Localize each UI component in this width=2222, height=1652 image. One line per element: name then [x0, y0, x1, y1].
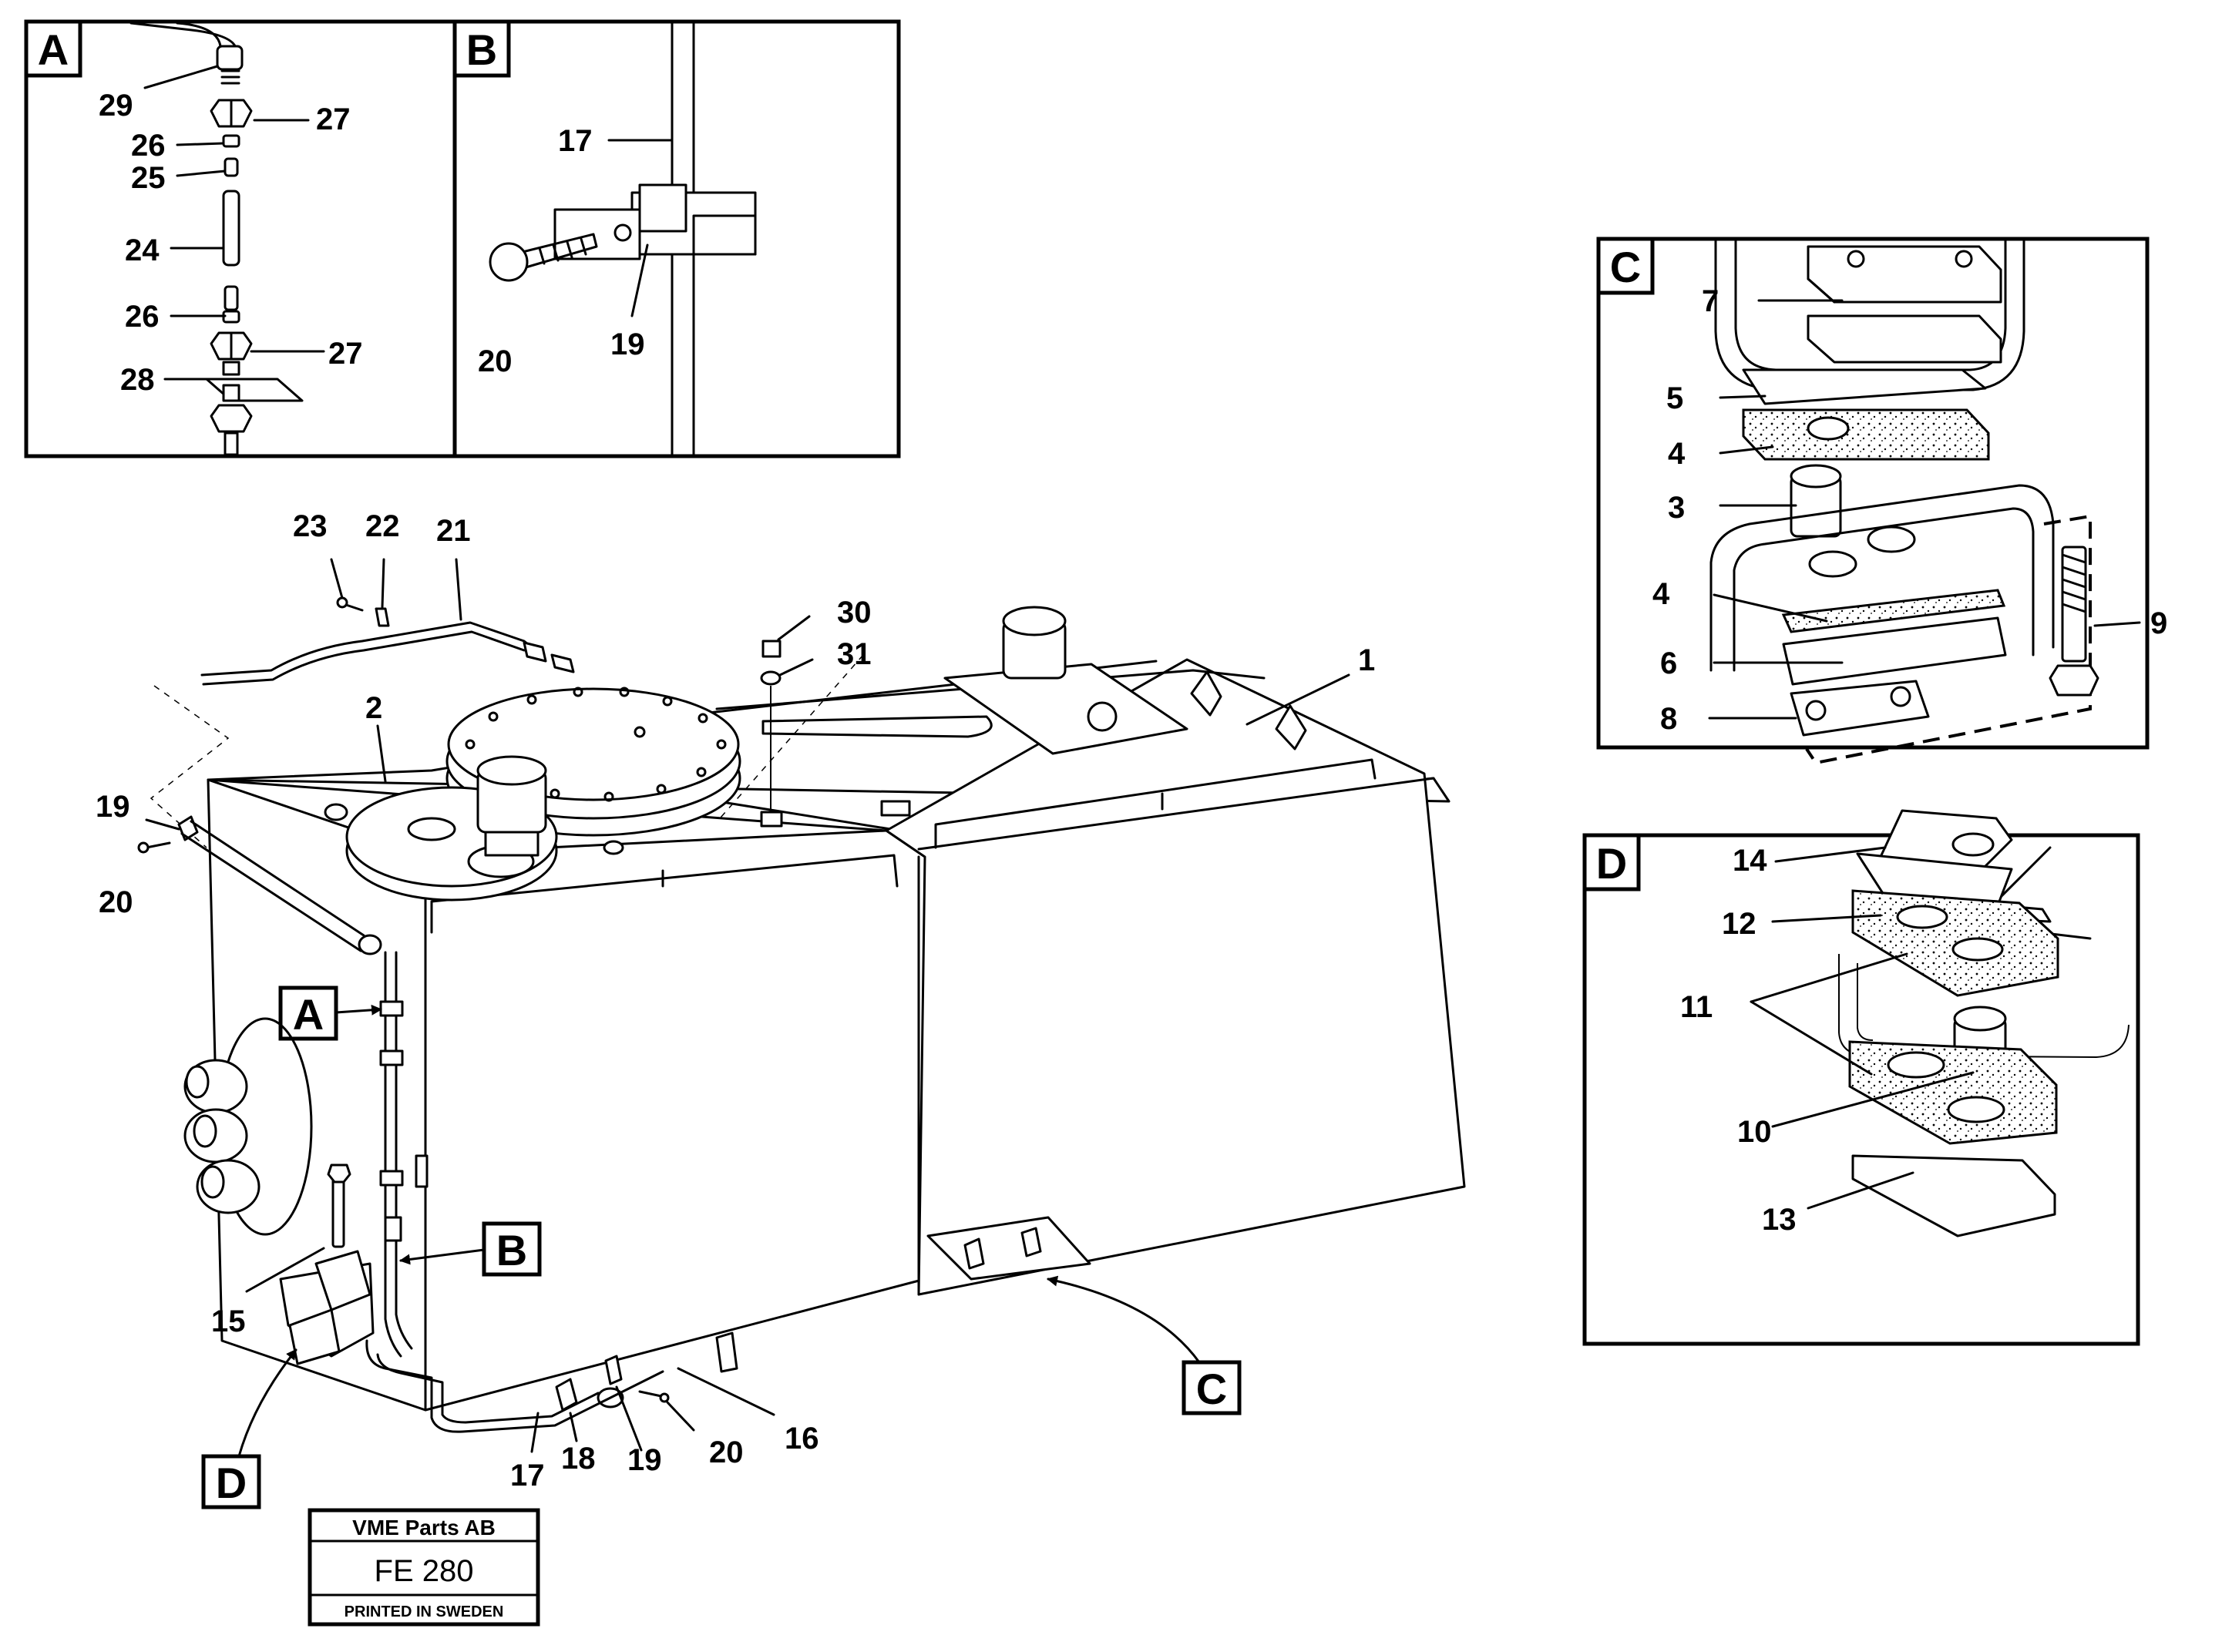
- title-block-printed: PRINTED IN SWEDEN: [345, 1603, 504, 1620]
- view-marker-d: [201, 1454, 261, 1509]
- callout-26: 26: [131, 129, 166, 163]
- callout-27: 27: [328, 337, 363, 371]
- detail-d-label-box: [1582, 833, 1641, 891]
- callout-4: 4: [1668, 437, 1686, 471]
- detail-c-label-box: [1596, 237, 1655, 295]
- detail-view-b: B 17 20 19: [452, 19, 901, 458]
- callout-24: 24: [125, 233, 160, 267]
- detail-view-c: C: [1596, 237, 2167, 765]
- callout-19: 19: [610, 327, 645, 361]
- callout-22: 22: [365, 509, 400, 543]
- callout-14: 14: [1733, 844, 1767, 878]
- callout-2: 2: [365, 691, 382, 725]
- callout-12: 12: [1722, 907, 1756, 941]
- detail-d-label: D: [1596, 839, 1627, 888]
- view-marker-d-label: D: [216, 1459, 247, 1507]
- detail-c-frame: [1596, 237, 2150, 750]
- main-view-tank: 23 22 21 30 31 1 2 19 20 15 17 18 19 20 …: [96, 509, 1466, 1509]
- callout-26: 26: [125, 300, 160, 334]
- callout-17: 17: [558, 124, 593, 158]
- callout-19: 19: [96, 790, 130, 824]
- callout-20: 20: [478, 344, 513, 378]
- callout-27: 27: [316, 102, 351, 136]
- callout-20: 20: [709, 1435, 744, 1469]
- callout-10: 10: [1737, 1115, 1772, 1149]
- callout-20: 20: [99, 885, 133, 919]
- callout-15: 15: [211, 1304, 246, 1338]
- callout-30: 30: [837, 596, 872, 630]
- callout-25: 25: [131, 161, 166, 195]
- callout-17: 17: [510, 1459, 545, 1493]
- callout-4: 4: [1652, 577, 1670, 611]
- detail-b-label-box: [452, 19, 511, 78]
- callout-16: 16: [785, 1422, 819, 1456]
- callout-1: 1: [1358, 643, 1375, 677]
- callout-19: 19: [627, 1443, 662, 1477]
- view-marker-c-label: C: [1196, 1365, 1227, 1413]
- callout-3: 3: [1668, 491, 1685, 525]
- detail-a-frame: [24, 19, 457, 458]
- callout-9: 9: [2150, 606, 2167, 640]
- callout-31: 31: [837, 637, 872, 671]
- callout-6: 6: [1660, 646, 1677, 680]
- callout-11: 11: [1680, 990, 1713, 1024]
- detail-b-label: B: [466, 25, 497, 74]
- title-block-code: FE 280: [375, 1554, 474, 1588]
- view-marker-a-label: A: [293, 990, 324, 1039]
- view-marker-b-label: B: [496, 1226, 527, 1274]
- detail-a-label: A: [38, 25, 69, 74]
- detail-c-label: C: [1610, 243, 1641, 291]
- callout-13: 13: [1762, 1203, 1797, 1237]
- title-block-company: VME Parts AB: [352, 1516, 496, 1540]
- callout-8: 8: [1660, 702, 1677, 736]
- tube-24: [222, 190, 240, 267]
- detail-view-a: A 29 27 26: [24, 19, 457, 458]
- detail-view-d: D 14 12 11 10 13: [1582, 809, 2140, 1346]
- title-block-frame: [308, 1508, 540, 1627]
- callout-7: 7: [1702, 284, 1719, 318]
- title-block: VME Parts AB FE 280 PRINTED IN SWEDEN: [308, 1508, 540, 1627]
- callout-23: 23: [293, 509, 328, 543]
- callout-29: 29: [99, 89, 133, 123]
- callout-5: 5: [1666, 381, 1683, 415]
- detail-d-frame: [1582, 833, 2140, 1346]
- detail-a-label-box: [24, 19, 82, 78]
- callout-21: 21: [436, 514, 471, 548]
- detail-b-frame: [452, 19, 901, 458]
- callout-28: 28: [120, 363, 155, 397]
- view-marker-c: [1182, 1360, 1242, 1415]
- callout-18: 18: [561, 1442, 596, 1476]
